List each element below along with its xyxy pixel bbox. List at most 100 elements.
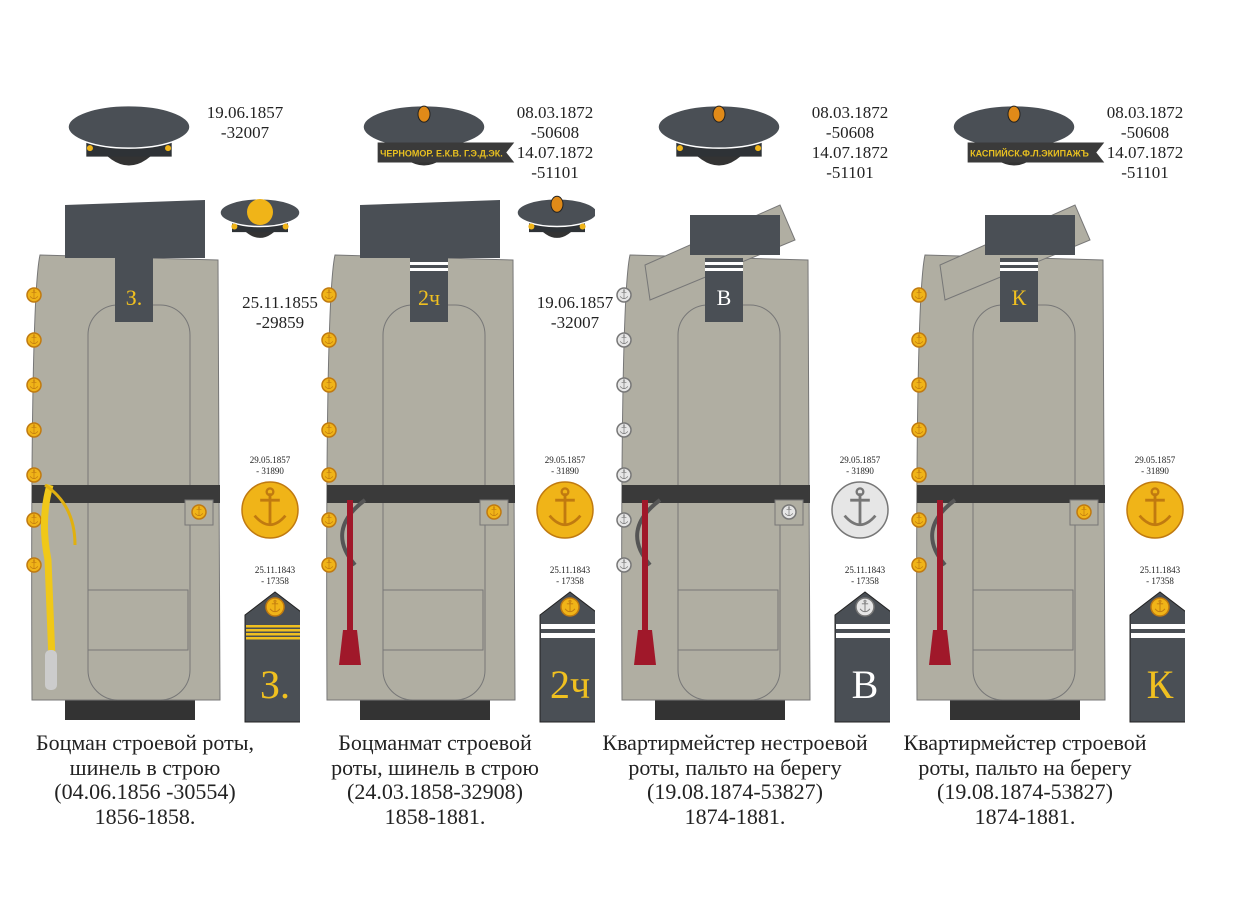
date-line: -32007 bbox=[550, 313, 600, 332]
anchor-button-icon bbox=[26, 377, 42, 393]
date-line: 19.06.1857 bbox=[206, 103, 284, 122]
button-dates: 29.05.1857- 31890 bbox=[535, 455, 595, 477]
shoulder-board: 2ч bbox=[539, 591, 595, 723]
anchor-button-icon bbox=[911, 467, 927, 483]
anchor-button-icon bbox=[1150, 597, 1170, 617]
anchor-button-icon bbox=[321, 377, 337, 393]
date-line: 14.07.1872 bbox=[1106, 143, 1184, 162]
anchor-button-icon bbox=[616, 512, 632, 528]
shoulder-board: К bbox=[1129, 591, 1185, 723]
anchor-button-icon bbox=[486, 504, 502, 520]
date-line: 29.05.1857 bbox=[544, 455, 586, 465]
date-line: 08.03.1872 bbox=[1106, 103, 1184, 122]
caption-line: Боцманмат строевой bbox=[338, 730, 532, 755]
caption-line: Квартирмейстер строевой bbox=[903, 730, 1147, 755]
board-dates: 25.11.1843- 17358 bbox=[245, 565, 305, 587]
caption-line: шинель в строю bbox=[69, 754, 221, 780]
collar-tab-letter: 2ч bbox=[418, 285, 440, 310]
cap-icon bbox=[67, 104, 191, 166]
figure-caption: Боцман строевой роты,шинель в строю(04.0… bbox=[0, 730, 295, 829]
eagle-cockade-icon bbox=[247, 199, 273, 225]
date-line: -50608 bbox=[1120, 123, 1170, 142]
cap-band-text: ЧЕРНОМОР. Е.К.В. Г.Э.Д.ЭК. bbox=[380, 148, 503, 158]
date-line: - 31890 bbox=[551, 466, 579, 476]
caption-line: роты, шинель в строю bbox=[331, 754, 539, 780]
board-dates: 25.11.1843- 17358 bbox=[540, 565, 600, 587]
anchor-button-icon bbox=[536, 481, 594, 539]
caption-line: (19.08.1874-53827) bbox=[647, 779, 823, 804]
cap-dates: 19.06.1857-32007 bbox=[200, 103, 290, 143]
anchor-button-icon bbox=[1076, 504, 1092, 520]
anchor-button-icon bbox=[911, 512, 927, 528]
button-dates: 29.05.1857- 31890 bbox=[830, 455, 890, 477]
anchor-button-icon bbox=[321, 332, 337, 348]
date-line: -50608 bbox=[825, 123, 875, 142]
shoulder-board: В bbox=[834, 591, 890, 723]
shoulder-board-letter: З. bbox=[260, 662, 290, 707]
date-line: - 17358 bbox=[1146, 576, 1174, 586]
anchor-button-icon bbox=[321, 287, 337, 303]
coat-illustration: 2ч bbox=[321, 200, 516, 720]
date-line: 08.03.1872 bbox=[516, 103, 594, 122]
anchor-button-icon bbox=[26, 557, 42, 573]
uniform-figure: 2ч ЧЕРНОМОР. Е.К.В. Г.Э.Д.ЭК. 2ч 08.03.18… bbox=[295, 0, 613, 900]
anchor-button-icon bbox=[616, 287, 632, 303]
caption-line: (19.08.1874-53827) bbox=[937, 779, 1113, 804]
date-line: 19.06.1857 bbox=[536, 293, 614, 312]
date-line: - 17358 bbox=[851, 576, 879, 586]
anchor-button-icon bbox=[616, 422, 632, 438]
caption-line: Квартирмейстер нестроевой bbox=[602, 730, 868, 755]
anchor-button-icon bbox=[26, 287, 42, 303]
anchor-button-icon bbox=[321, 467, 337, 483]
cap-band-text: КАСПИЙСК.Ф.Л.ЭКИПАЖЪ bbox=[970, 147, 1089, 158]
caption-line: роты, пальто на берегу bbox=[918, 754, 1132, 780]
caption-line: 1874-1881. bbox=[684, 803, 786, 829]
date-line: -50608 bbox=[530, 123, 580, 142]
anchor-button-icon bbox=[911, 557, 927, 573]
date-line: - 31890 bbox=[1141, 466, 1169, 476]
caption-line: 1858-1881. bbox=[384, 803, 486, 829]
caption-line: (24.03.1858-32908) bbox=[347, 779, 523, 804]
date-line: - 31890 bbox=[846, 466, 874, 476]
anchor-button-icon bbox=[191, 504, 207, 520]
anchor-button-icon bbox=[1126, 481, 1184, 539]
anchor-button-icon bbox=[616, 332, 632, 348]
anchor-button-icon bbox=[911, 377, 927, 393]
caption-line: 1856-1858. bbox=[94, 803, 196, 829]
anchor-button-icon bbox=[560, 597, 580, 617]
anchor-button-icon bbox=[321, 557, 337, 573]
anchor-button-icon bbox=[321, 422, 337, 438]
anchor-button-icon bbox=[616, 467, 632, 483]
date-line: 29.05.1857 bbox=[1134, 455, 1176, 465]
caption-line: (04.06.1856 -30554) bbox=[54, 779, 236, 804]
second-cap-dates: 19.06.1857-32007 bbox=[530, 293, 620, 333]
shoulder-board: З. bbox=[244, 591, 300, 723]
coat-illustration: К bbox=[911, 204, 1106, 720]
date-line: 14.07.1872 bbox=[516, 143, 594, 162]
anchor-button-icon bbox=[321, 512, 337, 528]
date-line: 25.11.1843 bbox=[844, 565, 886, 575]
date-line: - 17358 bbox=[556, 576, 584, 586]
second-cap-dates: 25.11.1855-29859 bbox=[235, 293, 325, 333]
date-line: - 31890 bbox=[256, 466, 284, 476]
shoulder-board-letter: 2ч bbox=[550, 662, 590, 707]
cap-icon: ЧЕРНОМОР. Е.К.В. Г.Э.Д.ЭК. bbox=[362, 104, 515, 166]
cap-icon bbox=[657, 104, 781, 166]
anchor-button-icon bbox=[781, 504, 797, 520]
uniform-figure: К КАСПИЙСК.Ф.Л.ЭКИПАЖЪ К 08.03.1872-50608… bbox=[885, 0, 1185, 900]
date-line: 25.11.1843 bbox=[549, 565, 591, 575]
coat-illustration: З. bbox=[26, 200, 221, 720]
caption-line: Боцман строевой роты, bbox=[35, 730, 254, 755]
anchor-button-icon bbox=[265, 597, 285, 617]
coat-illustration: В bbox=[616, 204, 811, 720]
button-dates: 29.05.1857- 31890 bbox=[1125, 455, 1185, 477]
anchor-button-icon bbox=[616, 557, 632, 573]
anchor-button-icon bbox=[26, 332, 42, 348]
collar-tab-letter: В bbox=[717, 285, 732, 310]
collar-tab-letter: З. bbox=[126, 285, 143, 310]
